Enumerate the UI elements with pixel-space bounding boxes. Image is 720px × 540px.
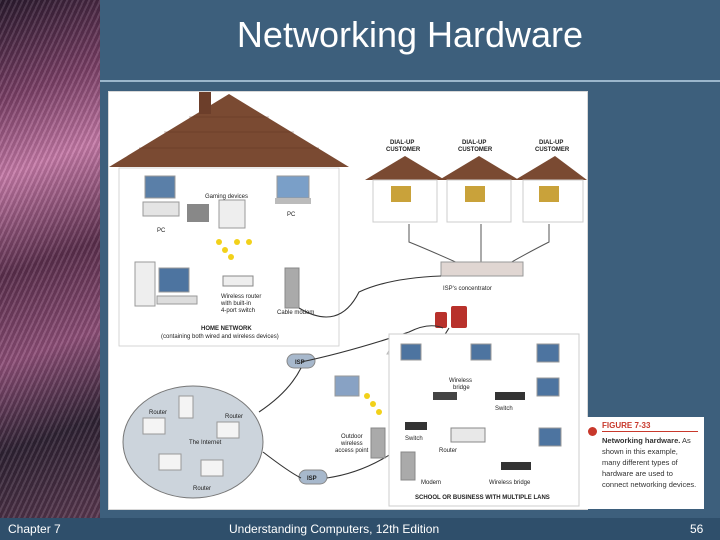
label-isp-upper: ISP [295, 360, 305, 366]
label-switch-2: Switch [405, 436, 423, 442]
label-office-router: Router [439, 448, 457, 454]
isp-server-2 [451, 306, 467, 328]
label-pc: PC [157, 228, 166, 234]
outdoor-wifi-signal [364, 393, 382, 415]
pc-monitor-2 [158, 267, 190, 293]
svg-text:DIAL-UP: DIAL-UP [462, 140, 486, 146]
label-office-modem: Modem [421, 480, 441, 486]
label-pc-2: PC [287, 212, 296, 218]
slide-footer: Chapter 7 Understanding Computers, 12th … [0, 518, 720, 540]
caption-marker-icon [588, 427, 597, 436]
label-ap-2: wireless [340, 441, 363, 447]
title-divider [100, 80, 720, 82]
internet-cloud [122, 385, 264, 499]
svg-text:CUSTOMER: CUSTOMER [458, 147, 493, 153]
wireless-router [222, 275, 254, 287]
label-office-switch: Switch [495, 406, 513, 412]
caption-rule [602, 431, 698, 432]
label-wbridge-2: Wireless bridge [489, 480, 531, 486]
figure-number: FIGURE 7-33 [602, 421, 651, 430]
label-router-1: Wireless router [221, 294, 261, 300]
slide-title: Networking Hardware [236, 14, 584, 55]
caption-text: As shown in this example, many different… [602, 436, 697, 489]
svg-text:DIAL-UP: DIAL-UP [539, 140, 563, 146]
label-router-a: Router [149, 410, 167, 416]
wireless-bridge-2 [501, 462, 531, 470]
figure-caption: FIGURE 7-33 Networking hardware. As show… [586, 417, 704, 509]
label-wbridge-1a: Wireless [449, 378, 472, 384]
label-ap-3: access point [335, 448, 369, 454]
svg-text:DIAL-UP: DIAL-UP [390, 140, 414, 146]
isp-concentrator [440, 261, 524, 277]
label-router-3: 4-port switch [221, 308, 255, 314]
label-the-internet: The Internet [189, 440, 222, 446]
switch-device-1 [405, 422, 427, 430]
office-modem [400, 451, 416, 481]
label-concentrator: ISP's concentrator [443, 286, 492, 292]
caption-body: Networking hardware. As shown in this ex… [602, 435, 698, 490]
label-router-2: with built-in [220, 301, 251, 307]
decorative-side-panel [0, 0, 100, 518]
pc-monitor [144, 175, 176, 199]
svg-text:CUSTOMER: CUSTOMER [535, 147, 570, 153]
laptop-screen [276, 175, 310, 199]
house-roof [109, 94, 349, 167]
outdoor-access-point [370, 427, 386, 459]
label-wbridge-1b: bridge [453, 385, 470, 391]
network-diagram: Gaming devices PC PC Wireless router wit… [108, 91, 588, 510]
svg-text:CUSTOMER: CUSTOMER [386, 147, 421, 153]
wireless-bridge-1 [433, 392, 457, 400]
ap-laptop [334, 375, 360, 397]
chimney [199, 92, 211, 114]
label-school-network: SCHOOL OR BUSINESS WITH MULTIPLE LANS [415, 495, 550, 501]
caption-lead: Networking hardware. [602, 436, 681, 445]
gaming-console [218, 199, 246, 229]
label-ap-1: Outdoor [341, 434, 363, 440]
label-home-network: HOME NETWORK [201, 326, 252, 332]
tower-pc [134, 261, 156, 307]
label-isp-lower: ISP [307, 476, 317, 482]
wifi-signal [216, 239, 252, 260]
footer-chapter: Chapter 7 [8, 522, 61, 536]
office-building [388, 333, 580, 507]
label-router-c: Router [193, 486, 211, 492]
label-gaming: Gaming devices [205, 194, 248, 200]
isp-server-1 [435, 312, 447, 328]
footer-book-title: Understanding Computers, 12th Edition [229, 522, 440, 536]
label-home-network-sub: (containing both wired and wireless devi… [161, 334, 279, 340]
cable-modem [284, 267, 300, 309]
gaming-device [187, 204, 209, 222]
label-router-b: Router [225, 414, 243, 420]
label-cable-modem: Cable modem [277, 310, 314, 316]
office-switch [495, 392, 525, 400]
footer-page-number: 56 [690, 522, 704, 536]
office-router [450, 427, 486, 443]
